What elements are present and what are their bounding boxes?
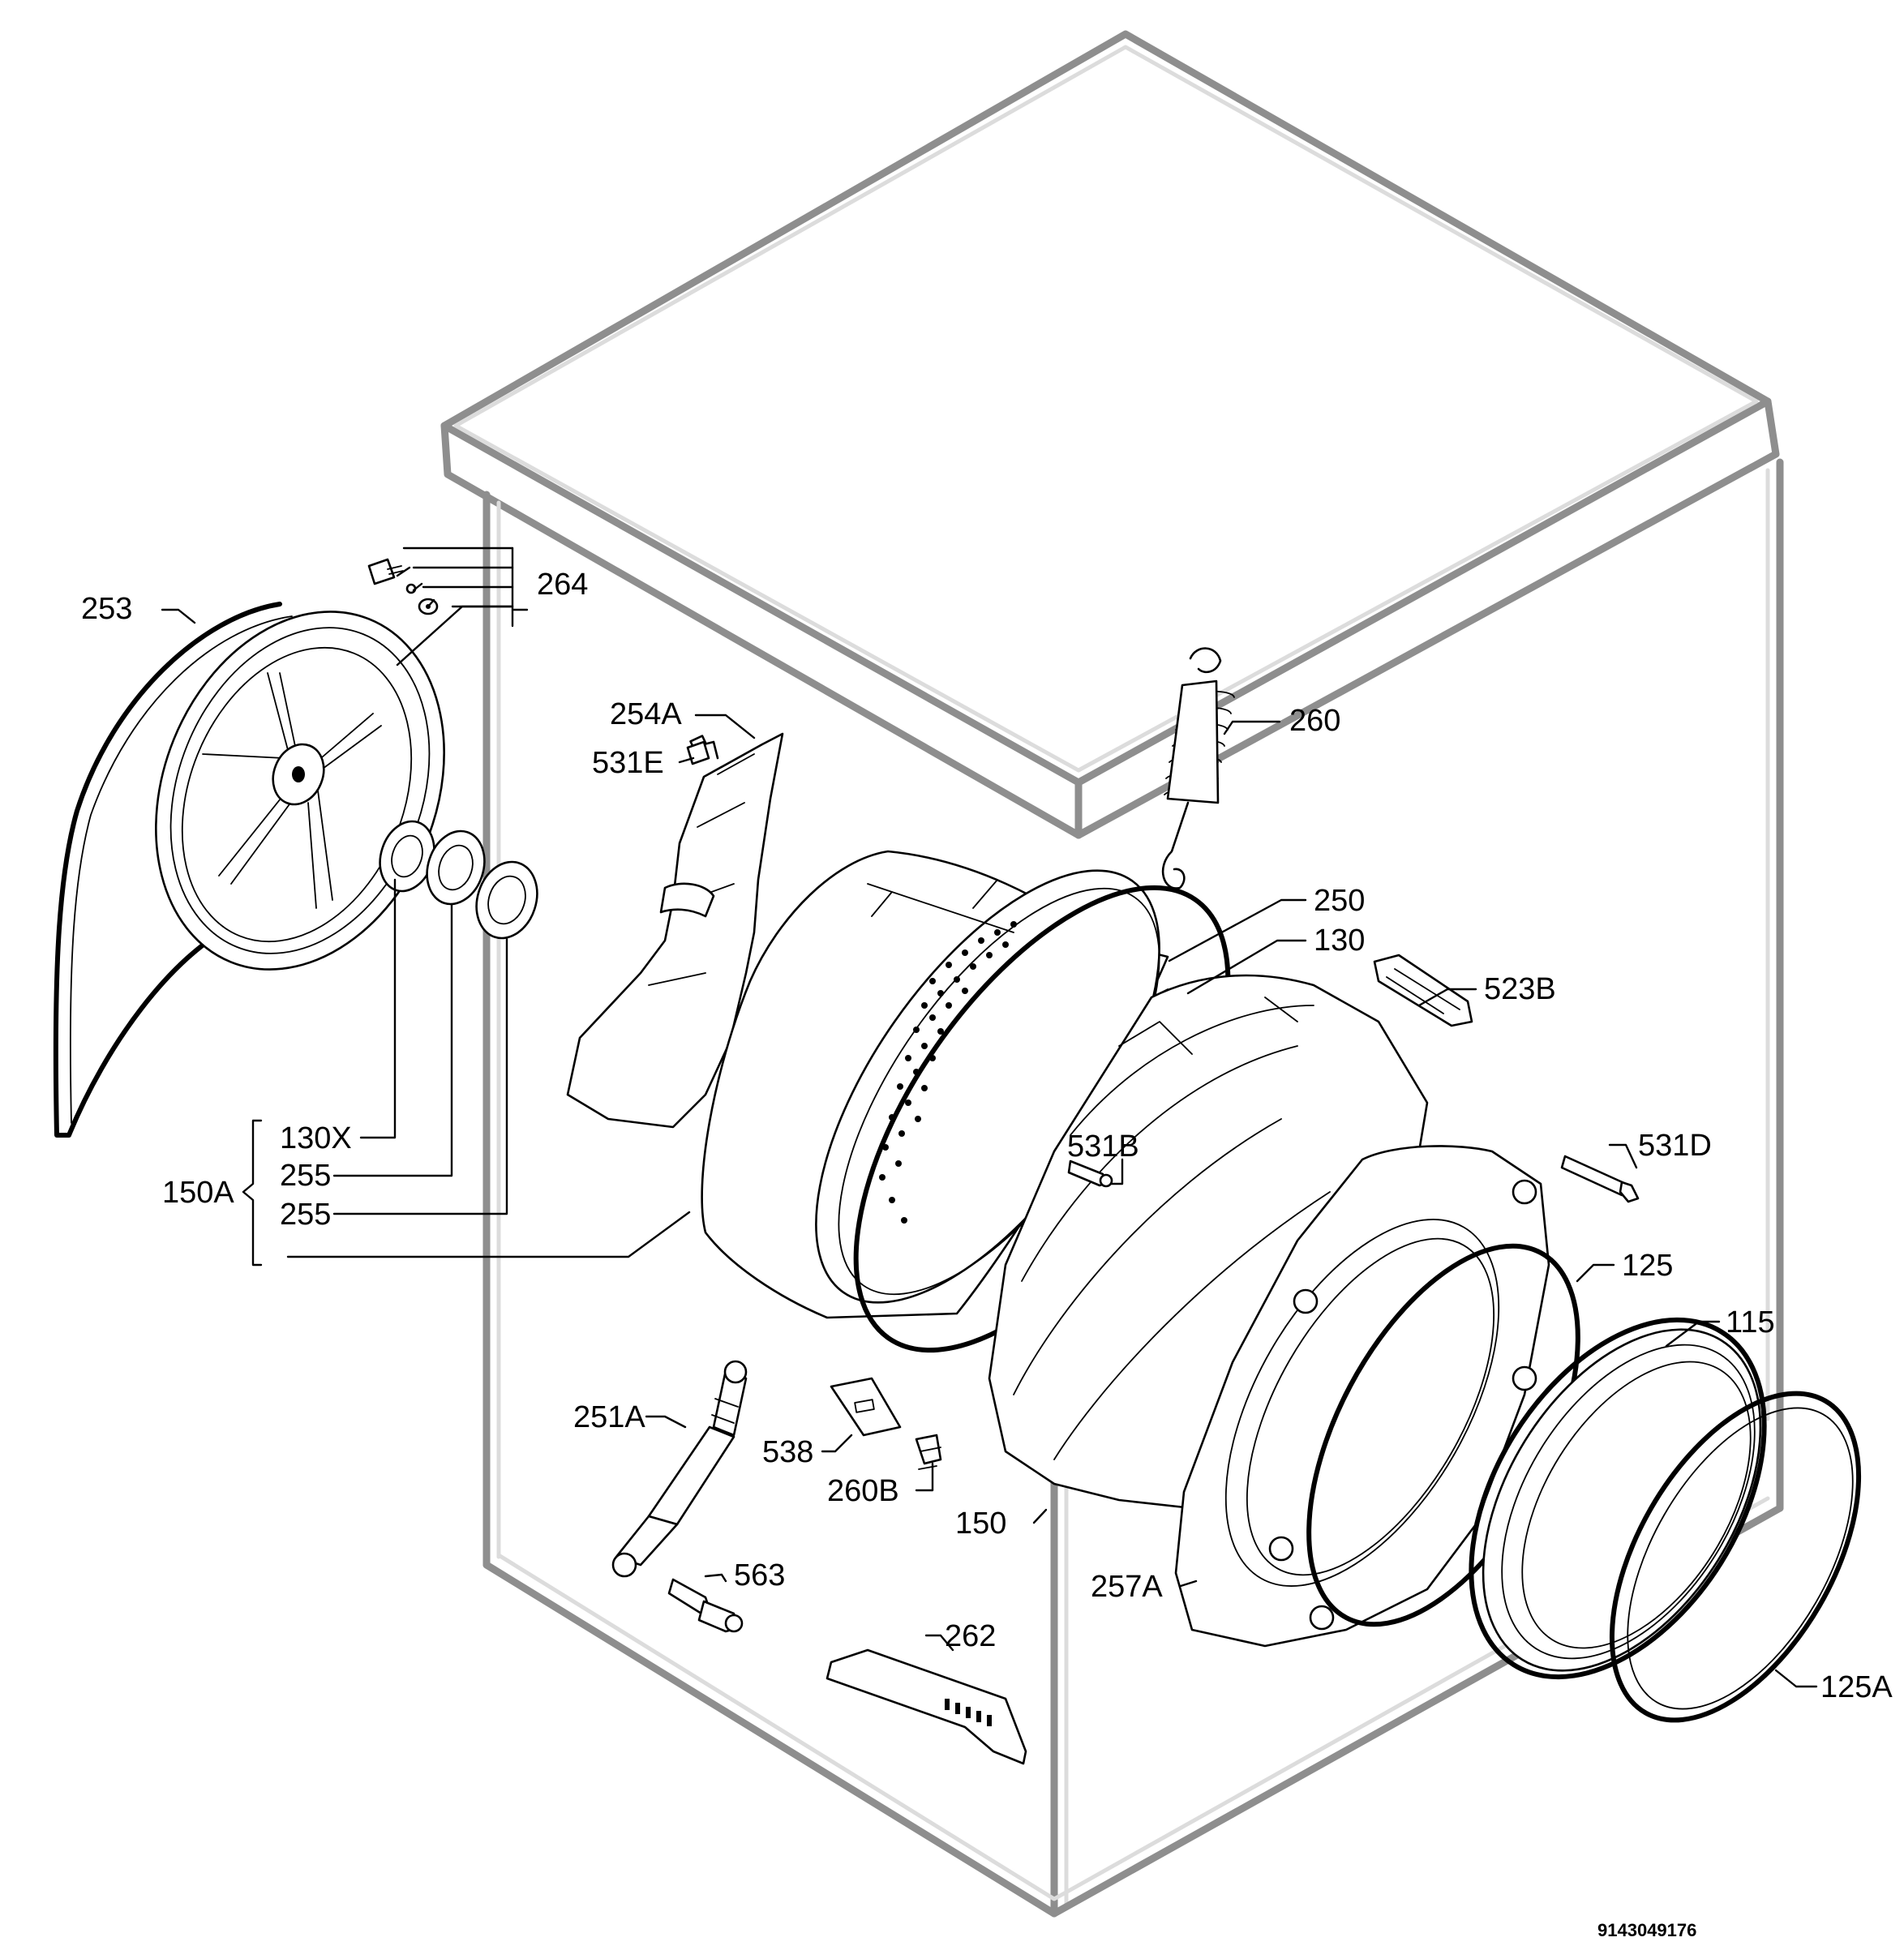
label-257A: 257A [1091, 1570, 1163, 1604]
label-255-b: 255 [280, 1198, 331, 1232]
label-264: 264 [537, 568, 588, 602]
label-531B: 531B [1067, 1129, 1139, 1164]
handle-262 [825, 1648, 1027, 1765]
drum-perforations [879, 921, 1017, 1224]
label-523B: 523B [1484, 972, 1556, 1006]
label-251A: 251A [573, 1400, 645, 1434]
label-150: 150 [955, 1507, 1006, 1541]
label-125: 125 [1622, 1249, 1673, 1283]
label-115: 115 [1726, 1305, 1775, 1339]
drive-belt-253 [53, 602, 293, 1138]
label-531E: 531E [592, 746, 664, 780]
shock-absorber-251A [611, 1360, 748, 1578]
shock-pin-563 [667, 1578, 744, 1633]
label-125A: 125A [1820, 1670, 1893, 1704]
document-number: 9143049176 [1597, 1920, 1696, 1940]
drum-spider-254A [566, 732, 784, 1129]
door-seal-115 [1469, 1317, 1767, 1680]
shim-538 [830, 1377, 902, 1437]
front-tub-257A [1174, 1145, 1550, 1648]
heater-bracket-523B [1373, 954, 1473, 1027]
leader-lines [161, 547, 1818, 1688]
label-254A: 254A [610, 697, 682, 731]
drum [701, 850, 1169, 1319]
label-130: 130 [1314, 924, 1365, 958]
screws-531 [1067, 1155, 1640, 1203]
part-labels: 253 264 254A 531E 260 250 130 523B 130X … [81, 568, 1893, 1940]
label-262: 262 [945, 1619, 996, 1653]
label-538: 538 [762, 1435, 813, 1469]
label-563: 563 [734, 1558, 785, 1592]
clamp-ring-125A [1609, 1391, 1862, 1723]
bearings [379, 820, 538, 940]
label-255-a: 255 [280, 1159, 331, 1193]
cabinet-outline [440, 30, 1784, 1918]
drum-pulley [155, 611, 445, 971]
label-531D: 531D [1638, 1129, 1712, 1163]
label-150A: 150A [162, 1176, 234, 1210]
label-260B: 260B [827, 1474, 899, 1508]
label-260: 260 [1289, 704, 1340, 738]
label-250: 250 [1314, 884, 1365, 918]
suspension-spring-260 [1161, 647, 1235, 889]
clip-260B [915, 1434, 942, 1470]
label-253: 253 [81, 592, 132, 626]
label-130X: 130X [280, 1121, 352, 1155]
